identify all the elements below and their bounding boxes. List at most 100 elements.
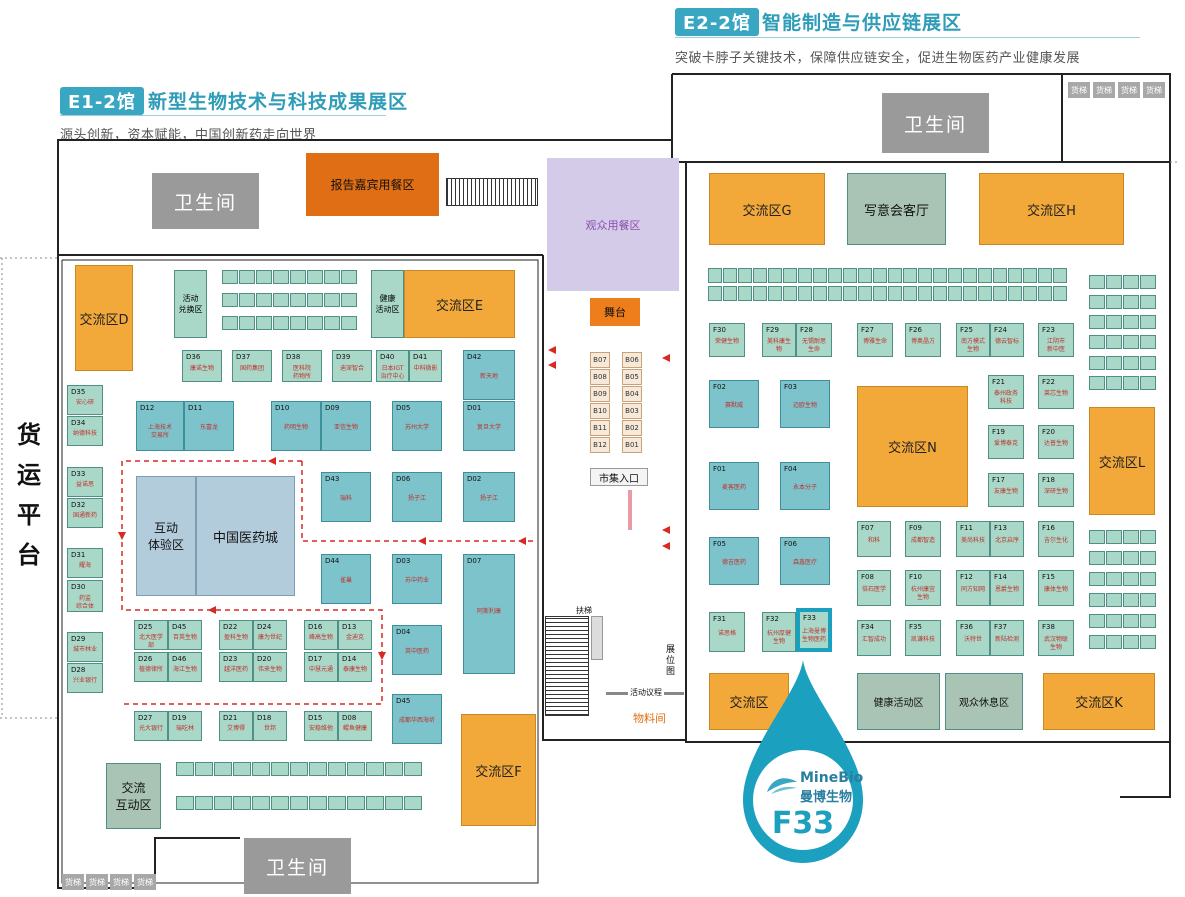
booth-code: D21	[223, 714, 238, 722]
escalator-top	[446, 178, 538, 206]
vip-dining-area: 报告嘉宾用餐区	[306, 153, 439, 216]
booth-code: D04	[396, 628, 411, 636]
booth-name: 森鑫医疗	[792, 558, 817, 566]
market-booth: B01	[622, 437, 642, 453]
hall-tag-e1: E1-2馆	[60, 87, 144, 115]
exchange-area-h-label: 交流区H	[1027, 203, 1076, 219]
booth-name: 苏中药业	[404, 576, 429, 584]
booth-name: 上海曼博 生物医药	[802, 628, 827, 644]
booth-code: D30	[71, 583, 86, 591]
market-divider	[628, 490, 632, 530]
market-booth: B07	[590, 352, 610, 368]
booth-strip-e2-right-lower	[1089, 530, 1159, 655]
booth-name: 迪深智合	[339, 364, 364, 372]
